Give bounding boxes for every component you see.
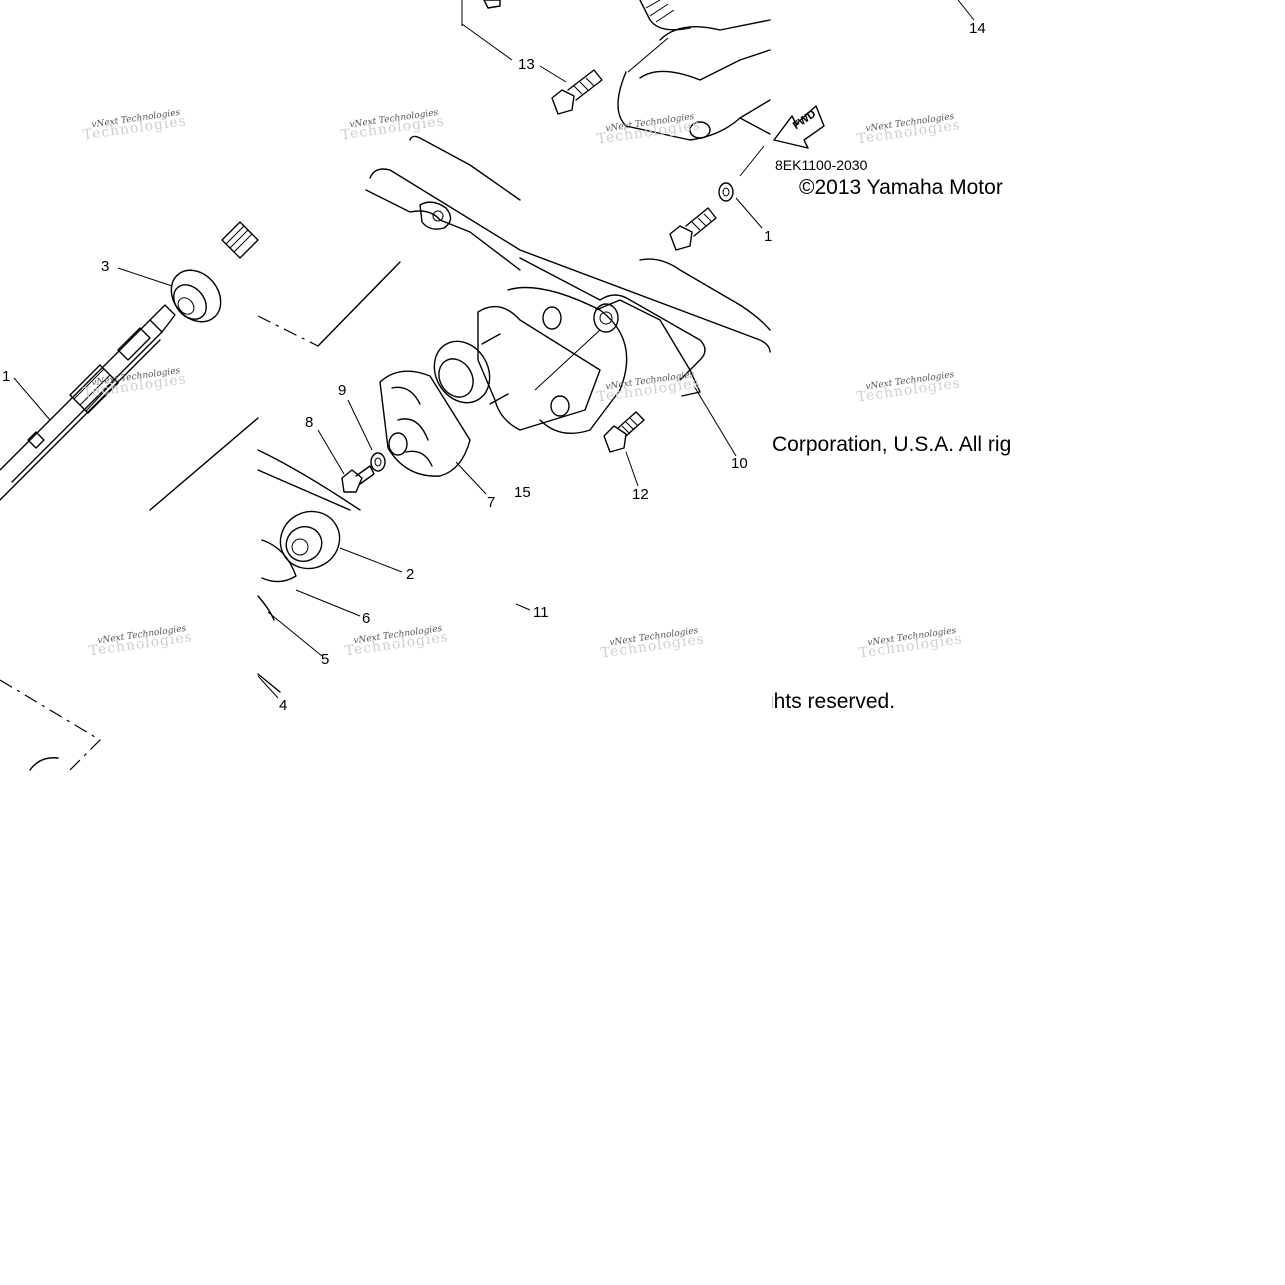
copyright-line-1: ©2013 Yamaha Motor bbox=[799, 176, 1003, 199]
callout-11: 11 bbox=[533, 604, 549, 621]
bolt-8 bbox=[341, 465, 375, 493]
washer bbox=[718, 182, 734, 202]
fwd-arrow bbox=[773, 105, 825, 149]
callout-1: 1 bbox=[2, 368, 11, 385]
diagram-ref-code: 8EK1100-2030 bbox=[775, 157, 868, 173]
bolt-12 bbox=[603, 411, 645, 453]
impeller bbox=[379, 370, 471, 477]
seal-assembly bbox=[433, 333, 509, 405]
callout-8: 8 bbox=[305, 414, 314, 431]
bolt-13 bbox=[551, 69, 603, 115]
callout-13: 13 bbox=[518, 56, 535, 73]
callout-4: 4 bbox=[279, 697, 288, 714]
bolt-right bbox=[669, 207, 717, 251]
callout-9: 9 bbox=[338, 382, 347, 399]
pump-housing-gasket bbox=[365, 135, 771, 381]
callout-2: 2 bbox=[406, 566, 415, 583]
copyright-line-3: ghts reserved. bbox=[772, 690, 896, 713]
bearing-3 bbox=[170, 269, 222, 323]
drive-shaft bbox=[0, 304, 176, 501]
callout-14: 14 bbox=[969, 20, 986, 37]
washer-9 bbox=[370, 452, 386, 472]
callout-3: 3 bbox=[101, 258, 110, 275]
callout-6: 6 bbox=[362, 610, 371, 627]
callout-15: 15 bbox=[514, 484, 531, 501]
callout-7: 7 bbox=[487, 494, 496, 511]
blank-region bbox=[258, 0, 360, 180]
callout-1-right: 1 bbox=[764, 228, 773, 245]
spline-coupling bbox=[221, 221, 259, 259]
copyright-line-3-clip: ghts reserved. bbox=[772, 690, 912, 720]
copyright-line-2: Corporation, U.S.A. All rig bbox=[772, 433, 1012, 456]
pump-body bbox=[477, 286, 701, 434]
lower-housing bbox=[257, 449, 361, 693]
callout-10: 10 bbox=[731, 455, 748, 472]
callout-12: 12 bbox=[632, 486, 649, 503]
callout-5: 5 bbox=[321, 651, 330, 668]
outlet-elbow bbox=[617, 0, 771, 141]
callout-leaders bbox=[13, 0, 975, 699]
